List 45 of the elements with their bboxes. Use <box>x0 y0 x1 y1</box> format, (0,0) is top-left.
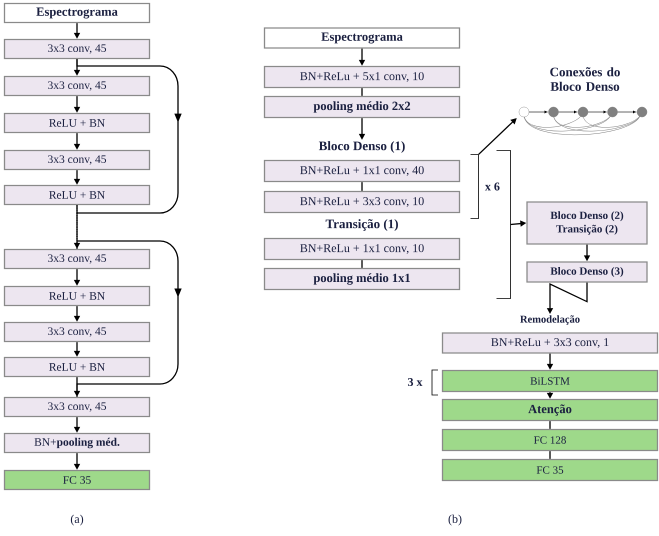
layer-box: ReLU + BN <box>4 356 150 378</box>
layer-box: 3x3 conv, 45 <box>4 76 150 96</box>
layer-box: Atenção <box>442 398 658 422</box>
skip-connection <box>76 204 182 398</box>
layer-box: BiLSTM <box>442 370 658 392</box>
layer-box: BN+ReLu + 3x3 conv, 10 <box>264 190 460 214</box>
repeat-label: 3 x <box>408 378 422 386</box>
layer-box: FC 35 <box>442 458 658 482</box>
layer-box: ReLU + BN <box>4 184 150 206</box>
layer-box: 3x3 conv, 45 <box>4 396 150 418</box>
layer-box: BN+ReLu + 1x1 conv, 40 <box>264 160 460 182</box>
panel-label: (a) <box>70 514 84 526</box>
panel-label: (b) <box>448 514 462 526</box>
connector <box>361 260 363 268</box>
layer-box: BN+ReLu + 1x1 conv, 10 <box>264 238 460 260</box>
block-box: Bloco Denso (2) Transição (2) <box>526 201 648 245</box>
connector <box>549 451 551 459</box>
bracket <box>496 150 511 299</box>
layer-box: pooling médio 1x1 <box>264 268 460 290</box>
layer-box: 3x3 conv, 45 <box>4 322 150 342</box>
layer-box: BN+pooling méd. <box>4 432 150 454</box>
repeat-label: x 6 <box>484 182 500 191</box>
heading-text: Remodelação <box>520 315 580 325</box>
layer-box: BN+ReLu + 5x1 conv, 10 <box>264 66 460 88</box>
connector <box>361 182 363 191</box>
layer-box: FC 35 <box>4 470 150 490</box>
layer-box: 3x3 conv, 45 <box>4 38 150 60</box>
heading-text: Transição (1) <box>326 219 398 231</box>
bracket <box>470 154 479 219</box>
input-box: Espectrograma <box>264 27 460 49</box>
block-box: Bloco Denso (3) <box>526 261 648 283</box>
layer-box: pooling médio 2x2 <box>264 96 460 118</box>
heading-text: Conexões do Bloco Denso <box>550 67 620 91</box>
layer-box: FC 128 <box>442 428 658 452</box>
layer-box: ReLU + BN <box>4 112 150 134</box>
layer-box: 3x3 conv, 45 <box>4 150 150 170</box>
layer-box: 3x3 conv, 45 <box>4 248 150 270</box>
skip-connection <box>76 58 182 250</box>
connector <box>549 421 551 429</box>
layer-box: BN+ReLu + 3x3 conv, 1 <box>442 332 658 354</box>
dense-connections-drawing <box>518 106 648 135</box>
heading-text: Bloco Denso (1) <box>318 141 405 153</box>
connector <box>361 88 363 96</box>
input-box: Espectrograma <box>4 2 150 24</box>
layer-box: ReLU + BN <box>4 286 150 306</box>
